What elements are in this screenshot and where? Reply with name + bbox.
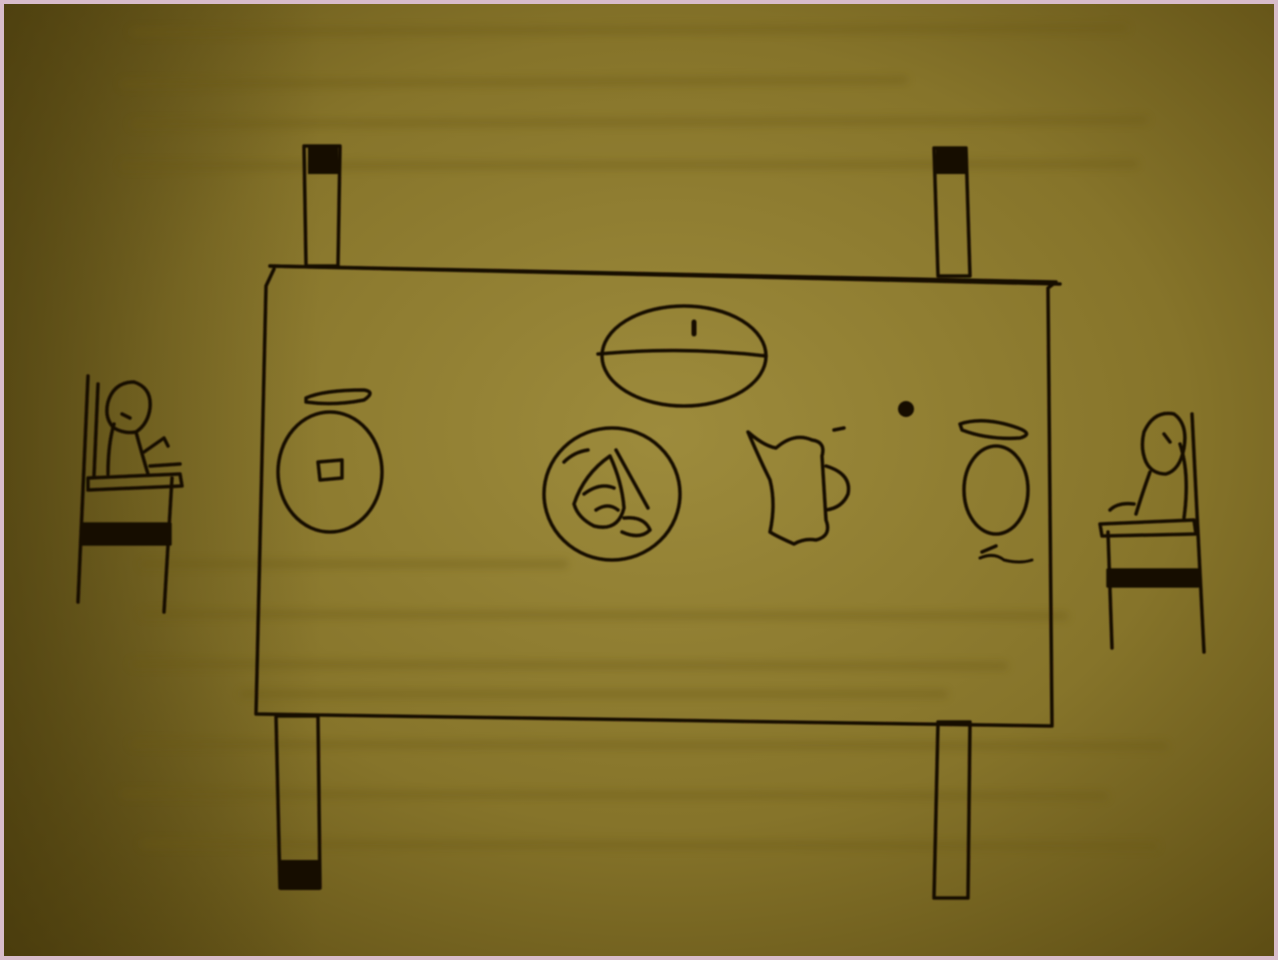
sketch-canvas bbox=[4, 4, 1274, 956]
paper-shadow bbox=[4, 4, 1274, 956]
photograph bbox=[4, 4, 1274, 956]
ink-dot bbox=[898, 401, 914, 417]
